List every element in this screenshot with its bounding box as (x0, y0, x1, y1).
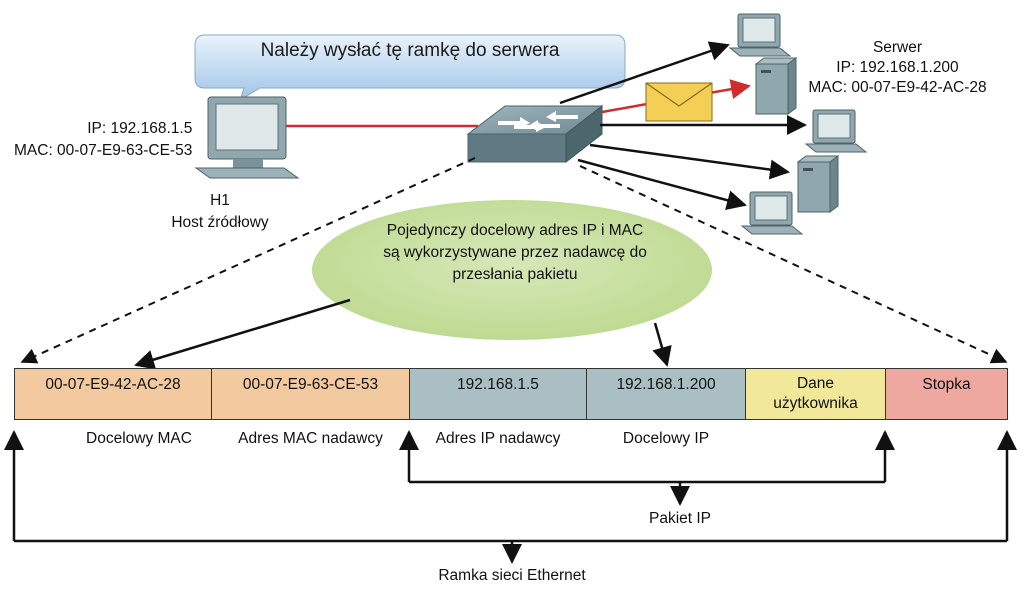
note-ellipse (312, 200, 712, 340)
frame-field-trailer: Stopka (885, 368, 1008, 420)
frame-field-src-ip: 192.168.1.5 (409, 368, 587, 420)
frame-field-dest-mac: 00-07-E9-42-AC-28 (14, 368, 212, 420)
host-address-info: IP: 192.168.1.5 MAC: 00-07-E9-63-CE-53 (14, 118, 192, 162)
note-text: Pojedynczy docelowy adres IP i MAC są wy… (325, 220, 705, 286)
speech-bubble-text: Należy wysłać tę ramkę do serwera (260, 40, 560, 61)
ip-packet-bracket (399, 430, 895, 506)
host-name: H1 (210, 192, 230, 209)
note-line: Pojedynczy docelowy adres IP i MAC (386, 222, 644, 239)
field-label-dest-mac: Docelowy MAC (86, 430, 192, 447)
host-label: H1 Host źródłowy (150, 190, 290, 234)
frame-field-dest-ip: 192.168.1.200 (586, 368, 746, 420)
field-label-dest-ip: Docelowy IP (622, 430, 710, 447)
user-data-line: Dane (796, 375, 835, 392)
computer-icon (728, 13, 792, 57)
computer-icon (194, 96, 300, 179)
note-arrow-mac (134, 298, 351, 370)
server-icon (754, 57, 798, 115)
note-line: przesłania pakietu (452, 266, 578, 283)
frame-field-user-data: Dane użytkownika (745, 368, 886, 420)
note-line: są wykorzystywane przez nadawcę do (383, 244, 647, 261)
host-ip: IP: 192.168.1.5 (87, 120, 193, 137)
server-ip: IP: 192.168.1.200 (836, 59, 959, 76)
server-mac: MAC: 00-07-E9-42-AC-28 (808, 79, 987, 96)
field-label-src-mac: Adres MAC nadawcy (238, 430, 383, 447)
server-icon (796, 155, 840, 213)
field-label-src-ip: Adres IP nadawcy (435, 430, 561, 447)
note-arrow-ip (652, 322, 672, 367)
host-mac: MAC: 00-07-E9-63-CE-53 (14, 142, 193, 159)
envelope-icon (645, 82, 713, 122)
switch-to-devices-arrows (559, 41, 807, 210)
ip-packet-label: Pakiet IP (648, 510, 712, 527)
speech-bubble (194, 34, 626, 102)
server-info: Serwer IP: 192.168.1.200 MAC: 00-07-E9-4… (790, 38, 1005, 98)
computer-icon (740, 191, 804, 235)
switch-icon (466, 104, 604, 164)
frame-field-src-mac: 00-07-E9-63-CE-53 (211, 368, 410, 420)
server-name: Serwer (872, 39, 923, 56)
host-role: Host źródłowy (171, 214, 269, 231)
user-data-line: użytkownika (773, 395, 858, 412)
computer-icon (804, 109, 868, 153)
frame-expansion-lines (20, 157, 1008, 364)
ethernet-frame-bracket (3, 430, 1017, 564)
ethernet-frame-label: Ramka sieci Ethernet (438, 567, 586, 584)
